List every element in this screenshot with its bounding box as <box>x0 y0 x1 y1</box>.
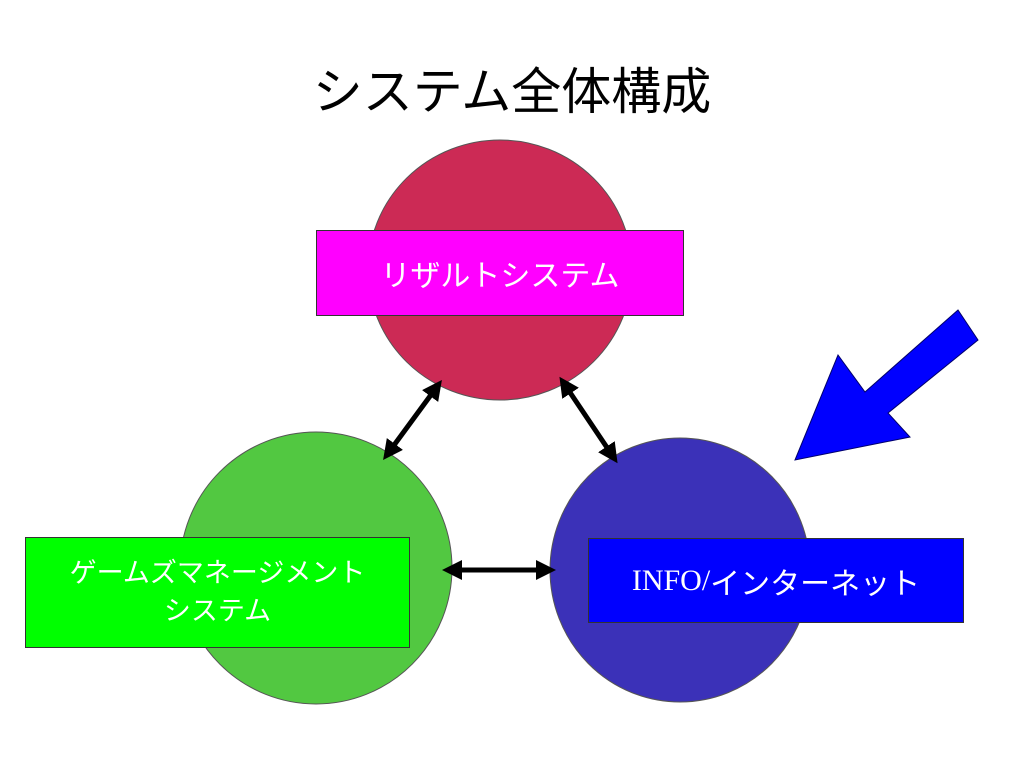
pointer-arrow <box>794 309 979 461</box>
info-internet-label: INFO/インターネット <box>588 538 964 623</box>
info-internet-text-suffix: インターネット <box>710 566 921 602</box>
games-management-label: ゲームズマネージメント システム <box>25 537 410 648</box>
result-system-label: リザルトシステム <box>316 230 684 316</box>
result-system-text: リザルトシステム <box>380 259 620 294</box>
games-management-text-line1: ゲームズマネージメント <box>69 557 366 589</box>
page-title: システム全体構成 <box>312 63 712 121</box>
arrow-result-info <box>559 376 618 464</box>
arrow-result-game <box>383 379 442 461</box>
info-internet-text-prefix: INFO/ <box>631 563 711 597</box>
games-management-text-line2: システム <box>163 595 272 627</box>
